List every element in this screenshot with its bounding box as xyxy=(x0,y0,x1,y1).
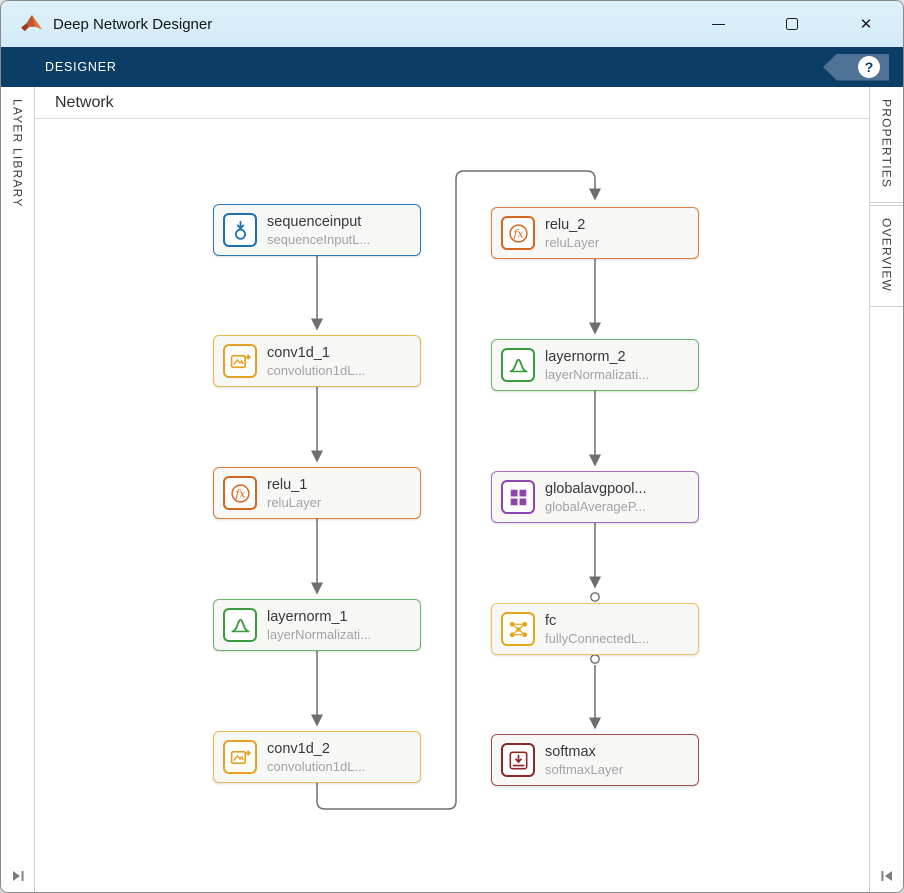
layer-node-sequenceinput[interactable]: sequenceinput sequenceInputL... xyxy=(213,204,421,256)
layer-name: softmax xyxy=(545,743,596,760)
layer-normalization-icon xyxy=(223,608,257,642)
layer-type: reluLayer xyxy=(545,234,600,250)
layer-library-panel[interactable]: LAYER LIBRARY xyxy=(1,87,35,892)
layer-name: globalavgpool... xyxy=(545,480,647,497)
layer-type: softmaxLayer xyxy=(545,761,624,777)
titlebar: Deep Network Designer ✕ xyxy=(1,1,903,47)
network-canvas[interactable]: Network xyxy=(35,87,869,892)
window-title: Deep Network Designer xyxy=(53,15,213,33)
relu-fx-icon: fx xyxy=(501,216,535,250)
maximize-icon xyxy=(786,18,798,30)
convolution1d-icon xyxy=(223,344,257,378)
svg-text:fx: fx xyxy=(234,487,246,500)
tab-overview[interactable]: OVERVIEW xyxy=(870,205,903,308)
layer-name: sequenceinput xyxy=(267,213,362,230)
layer-node-layernorm-2[interactable]: layernorm_2 layerNormalizati... xyxy=(491,339,699,391)
layer-node-conv1d-2[interactable]: conv1d_2 convolution1dL... xyxy=(213,731,421,783)
layer-node-softmax[interactable]: softmax softmaxLayer xyxy=(491,734,699,786)
fc-input-port xyxy=(590,592,600,602)
main-area: LAYER LIBRARY PROPERTIES OVERVIEW Networ… xyxy=(1,87,903,892)
expand-properties-button[interactable] xyxy=(876,866,896,886)
help-icon: ? xyxy=(858,56,880,78)
help-button[interactable]: ? xyxy=(823,53,889,81)
fc-output-port xyxy=(590,654,600,664)
layer-node-layernorm-1[interactable]: layernorm_1 layerNormalizati... xyxy=(213,599,421,651)
layer-type: globalAverageP... xyxy=(545,498,646,514)
layer-normalization-icon xyxy=(501,348,535,382)
layer-library-label: LAYER LIBRARY xyxy=(10,99,25,208)
layer-node-conv1d-1[interactable]: conv1d_1 convolution1dL... xyxy=(213,335,421,387)
layer-node-globalavgpool[interactable]: globalavgpool... globalAverageP... xyxy=(491,471,699,523)
layer-name: conv1d_2 xyxy=(267,740,330,757)
layer-type: reluLayer xyxy=(267,494,322,510)
svg-text:fx: fx xyxy=(512,227,524,240)
maximize-button[interactable] xyxy=(755,1,829,47)
layer-type: fullyConnectedL... xyxy=(545,630,650,646)
layer-type: layerNormalizati... xyxy=(545,366,650,382)
layer-name: layernorm_1 xyxy=(267,608,348,625)
fully-connected-icon xyxy=(501,612,535,646)
overview-label: OVERVIEW xyxy=(879,218,894,293)
layer-name: relu_2 xyxy=(545,216,586,233)
close-icon: ✕ xyxy=(859,15,873,33)
minimize-icon xyxy=(711,23,725,25)
relu-fx-icon: fx xyxy=(223,476,257,510)
canvas-title: Network xyxy=(55,93,114,111)
softmax-icon xyxy=(501,743,535,777)
layer-name: fc xyxy=(545,612,557,629)
ribbon: DESIGNER ? xyxy=(1,47,903,87)
layer-type: convolution1dL... xyxy=(267,758,366,774)
skip-right-icon xyxy=(12,871,23,881)
layer-type: sequenceInputL... xyxy=(267,231,371,247)
tab-designer[interactable]: DESIGNER xyxy=(45,60,117,74)
layer-node-relu-2[interactable]: fx relu_2 reluLayer xyxy=(491,207,699,259)
minimize-button[interactable] xyxy=(681,1,755,47)
layer-name: layernorm_2 xyxy=(545,348,626,365)
sequence-input-icon xyxy=(223,213,257,247)
global-average-pooling-icon xyxy=(501,480,535,514)
convolution1d-icon xyxy=(223,740,257,774)
layer-type: convolution1dL... xyxy=(267,362,366,378)
layer-node-relu-1[interactable]: fx relu_1 reluLayer xyxy=(213,467,421,519)
canvas-header: Network xyxy=(35,87,869,119)
layer-name: relu_1 xyxy=(267,476,308,493)
close-button[interactable]: ✕ xyxy=(829,1,903,47)
expand-layer-library-button[interactable] xyxy=(8,866,28,886)
properties-label: PROPERTIES xyxy=(879,99,894,189)
connections-layer xyxy=(311,170,601,810)
tab-properties[interactable]: PROPERTIES xyxy=(870,87,903,204)
right-panel-strip: PROPERTIES OVERVIEW xyxy=(869,87,903,892)
layer-type: layerNormalizati... xyxy=(267,626,372,642)
skip-left-icon xyxy=(881,871,892,881)
layer-node-fc[interactable]: fc fullyConnectedL... xyxy=(491,603,699,655)
matlab-logo-icon xyxy=(21,14,42,32)
layer-name: conv1d_1 xyxy=(267,344,330,361)
